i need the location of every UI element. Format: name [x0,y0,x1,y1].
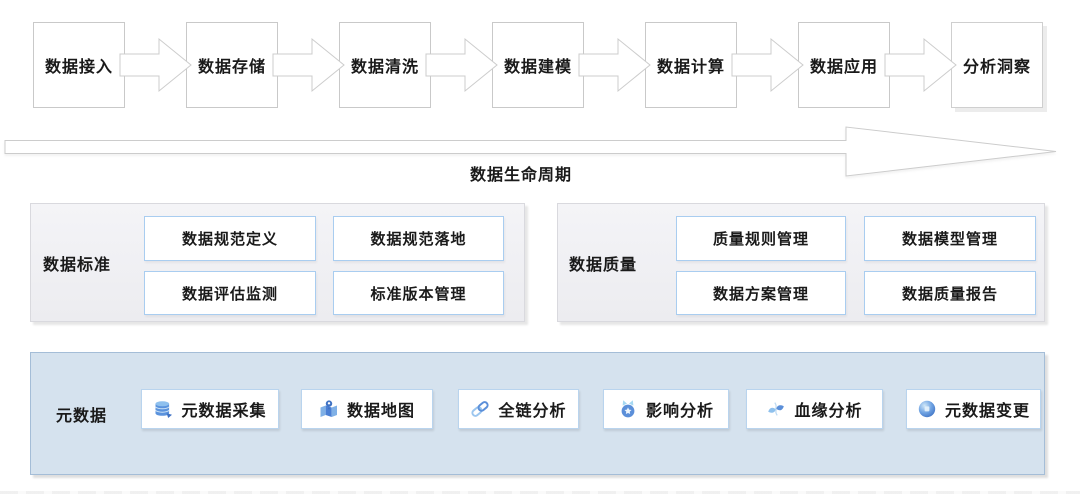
metadata-item-impact-analysis: 影响分析 [603,389,729,429]
flow-step-label: 分析洞察 [962,59,1031,76]
lifecycle-flow-row: 数据接入 数据存储 数据清洗 数据建模 数据计算 数据应用 分析洞察 [33,22,1043,108]
panel-data-standards: 数据标准 数据规范定义 数据规范落地 数据评估监测 标准版本管理 [30,203,525,322]
standards-item-version-management: 标准版本管理 [333,271,504,315]
metadata-item-label: 血缘分析 [794,403,863,420]
metadata-item-label: 元数据采集 [181,403,267,420]
flow-step-analysis-insight: 分析洞察 [951,22,1043,108]
flow-step-label: 数据应用 [809,59,878,76]
metadata-item-data-map: 数据地图 [301,389,433,429]
flow-step-data-computing: 数据计算 [645,22,737,108]
metadata-item-label: 数据地图 [346,403,415,420]
lifecycle-axis-label: 数据生命周期 [469,167,572,184]
quality-item-model-management: 数据模型管理 [864,216,1036,261]
standards-item-spec-landing: 数据规范落地 [333,216,504,261]
panel-title-data-standards: 数据标准 [43,256,112,274]
metadata-item-change: 元数据变更 [906,389,1041,429]
arrow-right-icon [425,37,498,93]
flow-step-label: 数据接入 [44,59,113,76]
panel-title-data-quality: 数据质量 [569,256,638,274]
sphere-icon [918,400,936,418]
metadata-item-label: 影响分析 [645,403,714,420]
flow-step-label: 数据清洗 [350,59,419,76]
standards-item-evaluation-monitoring: 数据评估监测 [144,271,316,315]
metadata-item-full-chain-analysis: 全链分析 [458,389,579,429]
flow-step-data-modeling: 数据建模 [492,22,584,108]
branch-icon [768,402,785,416]
quality-item-report: 数据质量报告 [864,271,1036,315]
metadata-item-label: 全链分析 [498,403,567,420]
flow-step-label: 数据建模 [503,59,572,76]
arrow-right-icon [731,37,804,93]
metadata-item-lineage-analysis: 血缘分析 [746,389,883,429]
lifecycle-axis-arrow [4,126,1057,177]
chain-link-icon [471,401,490,417]
panel-metadata: 元数据 元数据采集 数据地图 [30,352,1045,475]
flow-step-label: 数据存储 [197,59,266,76]
arrow-right-icon [119,37,192,93]
standards-item-spec-definition: 数据规范定义 [144,216,316,261]
page-fold-line [0,491,1080,494]
quality-item-rule-management: 质量规则管理 [676,216,846,261]
arrow-right-icon [578,37,651,93]
map-pin-icon [320,400,337,417]
arrow-right-icon [884,37,957,93]
metadata-item-collection: 元数据采集 [141,389,279,429]
flow-step-data-cleaning: 数据清洗 [339,22,431,108]
flow-step-data-storage: 数据存储 [186,22,278,108]
panel-title-metadata: 元数据 [56,407,108,425]
panel-data-quality: 数据质量 质量规则管理 数据模型管理 数据方案管理 数据质量报告 [557,203,1045,322]
metadata-item-label: 元数据变更 [944,403,1030,420]
flow-step-label: 数据计算 [656,59,725,76]
database-icon [155,401,173,418]
flow-step-data-access: 数据接入 [33,22,125,108]
medal-star-icon [621,400,635,418]
quality-item-plan-management: 数据方案管理 [676,271,846,315]
arrow-right-icon [272,37,345,93]
flow-step-data-application: 数据应用 [798,22,890,108]
